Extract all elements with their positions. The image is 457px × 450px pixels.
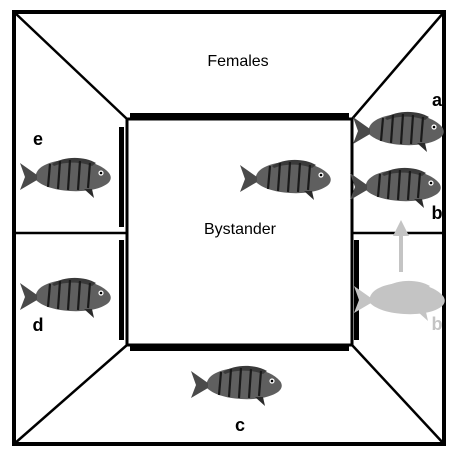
bystander-label: Bystander — [204, 221, 277, 238]
diagonal-bottom-left — [14, 345, 127, 444]
fish-label-a: a — [432, 90, 443, 110]
fish-label-d: d — [33, 315, 44, 335]
fish-label-b: b — [432, 203, 443, 223]
fish-label-c: c — [235, 415, 245, 435]
fish-d-icon — [20, 278, 111, 318]
barrier-bottom — [130, 346, 349, 351]
females-label: Females — [207, 53, 268, 70]
fish-b-icon — [350, 168, 441, 208]
arrow-up-icon — [393, 220, 409, 272]
diagonal-bottom-right — [352, 345, 444, 444]
fish-e-icon — [20, 158, 111, 198]
diagonal-top-right — [352, 12, 444, 119]
fish-label-e: e — [33, 129, 43, 149]
fish-label-b-ghost: b — [432, 314, 443, 334]
barrier-left-upper — [119, 127, 124, 227]
fish-a-icon — [353, 112, 444, 152]
barrier-left-lower — [119, 240, 124, 340]
barrier-top — [130, 113, 349, 118]
diagonal-top-left — [14, 12, 127, 119]
fish-c-icon — [191, 366, 282, 406]
fish-bystander-icon — [240, 160, 331, 200]
